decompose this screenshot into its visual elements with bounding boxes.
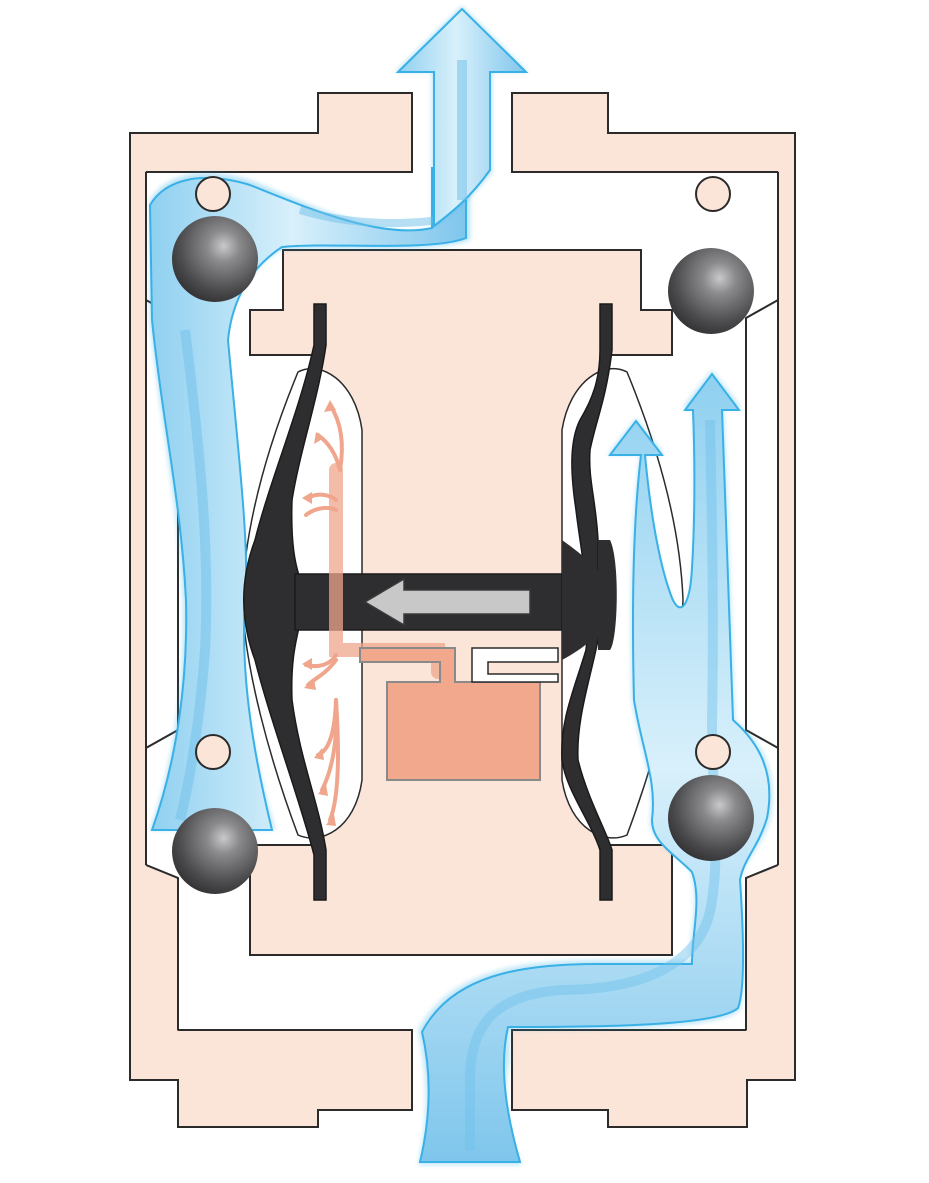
left-diaphragm bbox=[243, 303, 327, 901]
check-ball-top-right bbox=[668, 248, 754, 334]
port-top-right bbox=[695, 176, 731, 212]
fluid-right-path bbox=[418, 370, 773, 1165]
port-bottom-left bbox=[195, 734, 231, 770]
air-valve bbox=[359, 647, 559, 781]
shaft-direction-arrow bbox=[363, 577, 531, 627]
outlet-arrow bbox=[395, 6, 529, 229]
check-ball-bottom-right bbox=[668, 775, 754, 861]
check-ball-bottom-left bbox=[172, 808, 258, 894]
port-top-left bbox=[195, 176, 231, 212]
fluid-left-path bbox=[148, 160, 470, 831]
port-bottom-right bbox=[695, 734, 731, 770]
air-arrowheads bbox=[302, 400, 336, 826]
check-ball-top-left bbox=[172, 216, 258, 302]
